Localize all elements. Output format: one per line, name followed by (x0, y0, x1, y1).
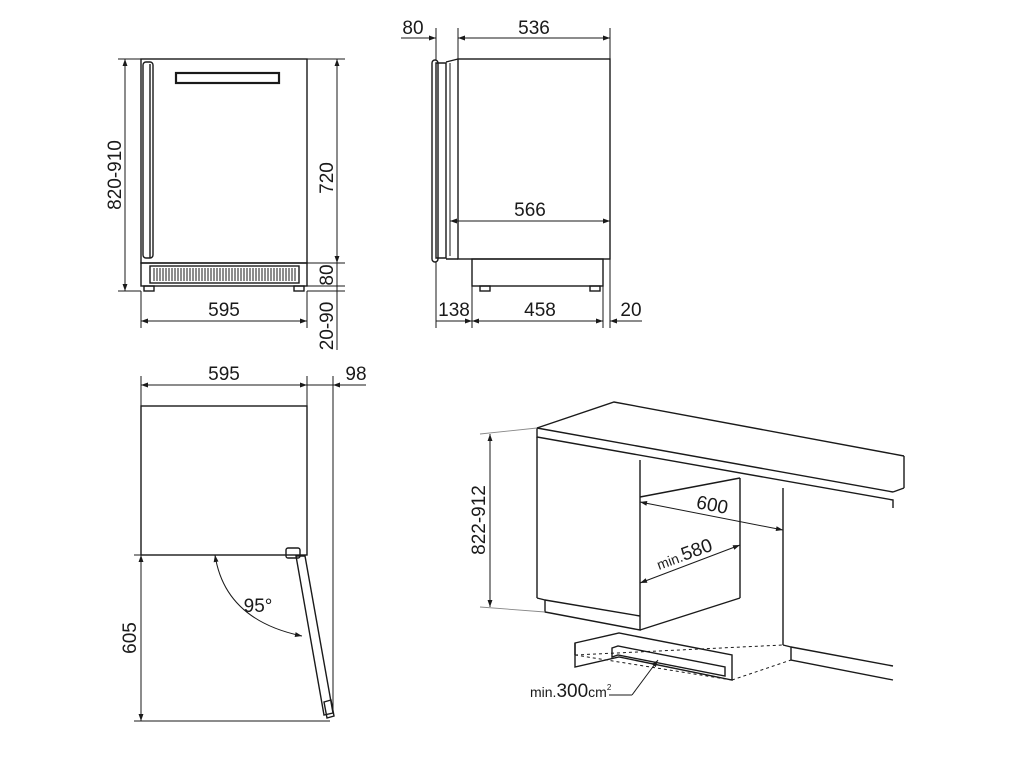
side-door-seal (431, 59, 439, 263)
side-base (471, 258, 604, 287)
label-top-door-angle: 95° (244, 596, 273, 617)
front-handle (174, 71, 281, 85)
label-top-width: 595 (208, 364, 240, 385)
label-side-front-offset: 138 (438, 300, 470, 321)
label-niche-min-depth: min.580 (654, 535, 716, 575)
label-side-body-depth: 536 (518, 18, 550, 39)
label-niche-height-range: 822-912 (469, 485, 490, 555)
worktop-top-edge (536, 401, 905, 457)
niche-back-top (639, 477, 741, 498)
label-front-height-range: 820-910 (105, 140, 126, 210)
top-cabinet-outline (140, 405, 308, 556)
label-front-plinth-height: 80 (317, 264, 338, 285)
leader-vent (631, 659, 659, 696)
label-side-door-depth: 80 (402, 18, 423, 39)
vent-slot (611, 645, 726, 677)
side-foot-rear (589, 285, 601, 292)
side-door (435, 62, 447, 259)
door-swing-arc (213, 554, 303, 637)
front-view: 820-910 720 80 20-90 595 (105, 58, 345, 351)
label-side-internal-depth: 566 (514, 200, 546, 221)
front-plinth (140, 262, 308, 287)
front-cabinet-outline (140, 58, 308, 264)
label-front-width: 595 (208, 300, 240, 321)
label-side-rear-offset: 20 (620, 300, 641, 321)
label-top-door-open-depth: 605 (120, 622, 141, 654)
label-side-base-depth: 458 (524, 300, 556, 321)
niche-view: 822-912 600 min.580 min.300cm2 (469, 401, 905, 702)
front-vent-grille (149, 265, 300, 284)
front-door-seal (142, 61, 154, 259)
side-view: 80 536 566 138 458 20 (401, 18, 642, 328)
label-front-feet-height: 20-90 (317, 302, 338, 351)
grille-frame (149, 265, 300, 284)
front-foot-right (293, 285, 305, 292)
label-vent-area: min.300cm2 (530, 681, 612, 702)
label-front-body-height: 720 (317, 162, 338, 194)
side-foot-front (479, 285, 491, 292)
front-foot-left (143, 285, 155, 292)
label-niche-width: 600 (694, 492, 729, 519)
side-cabinet-outline (457, 58, 611, 260)
label-top-hinge-offset: 98 (345, 364, 366, 385)
top-view: 95° 595 98 605 (120, 364, 367, 722)
dim-line-niche-depth (639, 544, 741, 584)
dim-line-niche-width (639, 500, 784, 532)
